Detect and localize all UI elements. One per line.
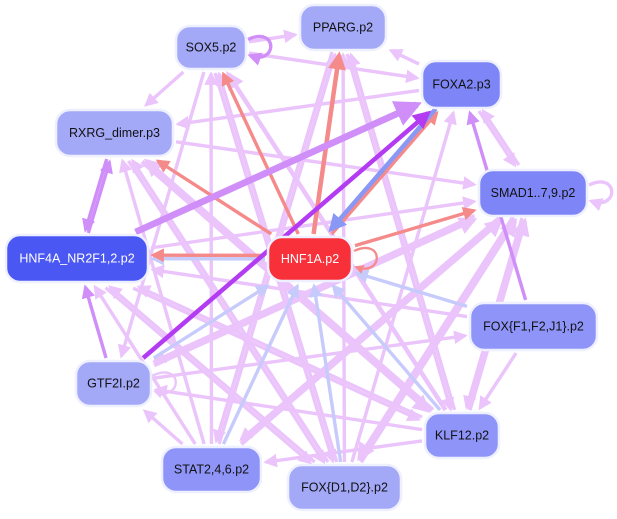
edge-klf12-to-hnf4a bbox=[136, 285, 423, 419]
node-stat[interactable]: STAT2,4,6.p2 bbox=[160, 445, 263, 494]
edge-klf12-to-hnf1a bbox=[331, 283, 442, 412]
self-loop-hnf1a bbox=[353, 246, 378, 274]
edge-sox5-to-gtf2i bbox=[117, 71, 206, 359]
edge-stat-to-hnf1a bbox=[221, 283, 299, 445]
edge-gtf2i-to-hnf4a bbox=[81, 284, 108, 359]
edge-foxd-to-hnf4a bbox=[108, 285, 316, 464]
edge-hnf1a-to-foxa2 bbox=[330, 110, 439, 236]
edge-foxf-to-klf12 bbox=[478, 352, 518, 411]
edge-hnf4a-to-smad bbox=[150, 196, 477, 250]
node-foxa2[interactable]: FOXA2.p3 bbox=[420, 59, 503, 110]
edge-rxrg-to-hnf4a bbox=[82, 158, 109, 233]
node-foxd[interactable]: FOX{D1,D2}.p2 bbox=[286, 463, 403, 512]
edge-foxf-to-hnf1a bbox=[354, 269, 468, 309]
node-label: FOXA2.p3 bbox=[432, 78, 490, 92]
edge-foxa2-to-rxrg bbox=[175, 88, 420, 130]
edge-smad-to-foxd bbox=[357, 215, 516, 462]
edge-sox5-to-rxrg bbox=[144, 70, 185, 107]
node-box[interactable] bbox=[420, 59, 503, 110]
node-label: RXRG_dimer.p3 bbox=[69, 126, 160, 140]
edge-hnf1a-to-sox5 bbox=[221, 71, 300, 235]
node-label: SOX5.p2 bbox=[186, 41, 237, 55]
node-gtf2i[interactable]: GTF2I.p2 bbox=[74, 359, 153, 408]
node-box[interactable] bbox=[160, 445, 263, 494]
node-klf12[interactable]: KLF12.p2 bbox=[423, 411, 501, 460]
edge-hnf4a-to-rxrg bbox=[86, 159, 113, 234]
edge-gtf2i-to-hnf1a bbox=[152, 284, 270, 360]
node-label: FOX{F1,F2,J1}.p2 bbox=[483, 320, 584, 334]
node-box[interactable] bbox=[286, 463, 403, 512]
edge-rxrg-to-klf12 bbox=[140, 159, 431, 414]
node-label: SMAD1..7,9.p2 bbox=[491, 186, 576, 200]
edge-hnf4a-to-foxd bbox=[104, 286, 313, 465]
edge-stat-to-gtf2i bbox=[142, 409, 184, 446]
node-label: PPARG.p2 bbox=[313, 21, 373, 35]
node-rxrg[interactable]: RXRG_dimer.p3 bbox=[54, 108, 175, 158]
edge-foxa2-to-pparg bbox=[388, 49, 420, 66]
edge-stat-to-smad bbox=[239, 218, 504, 446]
nodes-layer: SOX5.p2 PPARG.p2FOXA2.p3RXRG_dimer.p3SMAD… bbox=[4, 3, 599, 512]
node-box[interactable] bbox=[4, 233, 150, 284]
node-label: STAT2,4,6.p2 bbox=[174, 463, 249, 477]
node-box[interactable] bbox=[266, 235, 354, 283]
node-box[interactable] bbox=[174, 24, 248, 71]
edge-hnf4a-to-klf12 bbox=[132, 286, 422, 422]
node-label: KLF12.p2 bbox=[435, 429, 489, 443]
edge-foxd-to-smad bbox=[358, 217, 518, 464]
edge-gtf2i-to-foxa2 bbox=[141, 110, 432, 360]
edge-smad-to-foxa2 bbox=[481, 108, 521, 167]
node-box[interactable] bbox=[54, 108, 175, 158]
edge-foxd-to-hnf1a bbox=[308, 283, 343, 463]
edge-hnf1a-to-smad bbox=[354, 207, 477, 248]
node-box[interactable] bbox=[298, 3, 388, 52]
node-sox5[interactable]: SOX5.p2 bbox=[174, 24, 248, 71]
node-box[interactable] bbox=[423, 411, 501, 460]
node-foxf[interactable]: FOX{F1,F2,J1}.p2 bbox=[468, 301, 599, 352]
node-hnf1a[interactable]: HNF1A.p2 bbox=[266, 235, 354, 283]
node-box[interactable] bbox=[74, 359, 153, 408]
edge-foxa2-to-hnf1a bbox=[328, 107, 438, 233]
node-pparg[interactable]: PPARG.p2 bbox=[298, 3, 388, 52]
self-loop-sox5 bbox=[247, 34, 273, 66]
node-label: HNF4A_NR2F1,2.p2 bbox=[19, 252, 134, 266]
node-box[interactable] bbox=[477, 168, 589, 218]
node-smad[interactable]: SMAD1..7,9.p2 bbox=[477, 168, 589, 218]
edge-hnf4a-to-foxa2 bbox=[134, 101, 422, 236]
node-box[interactable] bbox=[468, 301, 599, 352]
node-label: GTF2I.p2 bbox=[87, 377, 140, 391]
edge-sox5-to-pparg bbox=[248, 29, 298, 44]
node-label: HNF1A.p2 bbox=[281, 252, 339, 266]
self-loop-smad bbox=[588, 180, 614, 212]
node-label: FOX{D1,D2}.p2 bbox=[301, 481, 388, 495]
node-hnf4a[interactable]: HNF4A_NR2F1,2.p2 bbox=[4, 233, 150, 284]
